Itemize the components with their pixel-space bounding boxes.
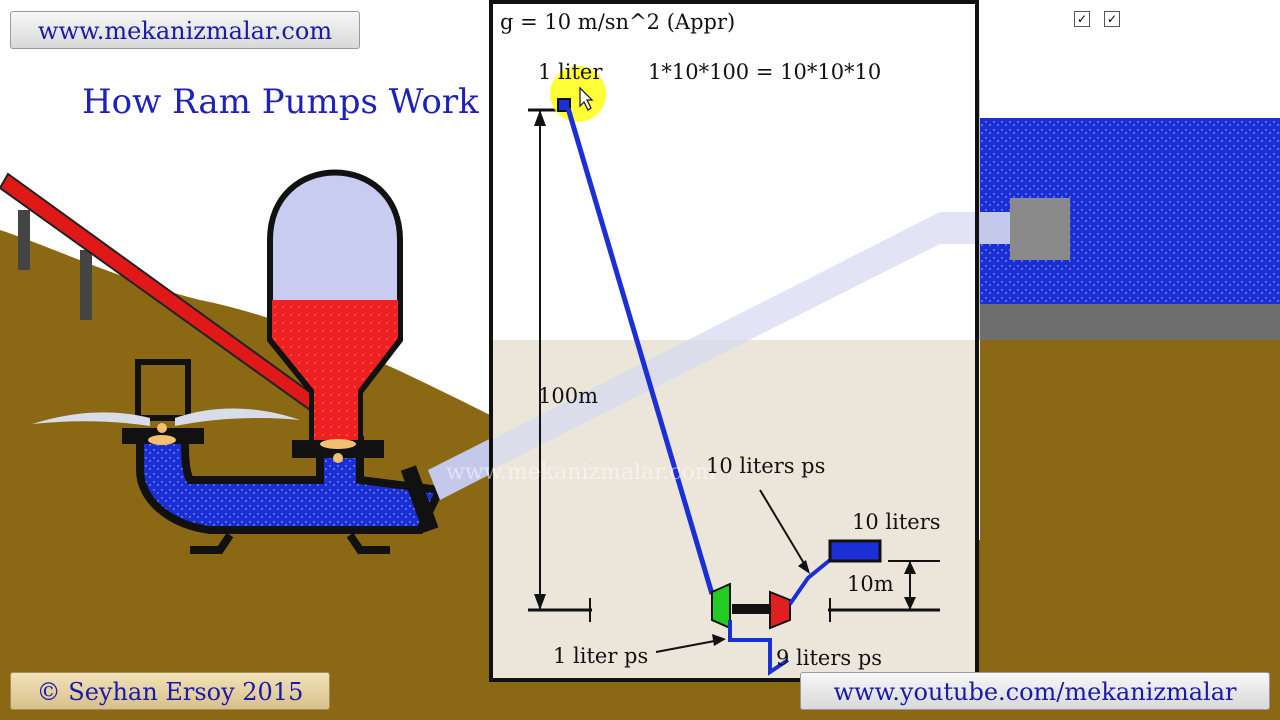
soil-ground-right (980, 340, 1280, 720)
label-10-liters: 10 liters (852, 510, 941, 534)
pointer-arrowhead-1lps (712, 634, 726, 646)
label-flow-1-lps: 1 liter ps (553, 644, 649, 668)
valve-green (711, 582, 731, 630)
waste-valve-cage (135, 359, 191, 421)
ten-liter-block (828, 539, 882, 563)
panel-faded-pipe (491, 212, 978, 470)
pipe-flange (400, 465, 439, 533)
valve-red (769, 590, 791, 630)
delivery-line (788, 558, 832, 606)
water-spray (175, 408, 300, 426)
option-checkbox[interactable]: ✓ (1074, 11, 1090, 27)
youtube-link-button[interactable]: www.youtube.com/mekanizmalar (800, 672, 1270, 710)
pump-foot (346, 532, 390, 554)
pointer-arrow-1lps (655, 639, 721, 653)
label-flow-9-lps: 9 liters ps (776, 646, 883, 670)
pointer-arrowhead-10lps (798, 560, 810, 574)
drive-line (565, 107, 715, 595)
panel-background-bottom (491, 340, 977, 680)
waste-outflow-line (728, 620, 790, 676)
copyright-button[interactable]: © Seyhan Ersoy 2015 (10, 672, 330, 710)
dim-arrow-10m-top (904, 561, 916, 574)
page-title: How Ram Pumps Work (82, 82, 479, 122)
label-height-100m: 100m (538, 384, 598, 408)
panel-border (489, 0, 979, 682)
support-post (18, 210, 30, 270)
explanation-panel (489, 0, 979, 682)
support-post (80, 250, 92, 320)
reservoir-outlet (1010, 198, 1070, 260)
check-valve-cap (333, 453, 343, 463)
reservoir-base (980, 304, 1280, 340)
one-liter-block (557, 98, 571, 112)
label-height-10m: 10m (847, 572, 894, 596)
waste-valve-disc (148, 435, 176, 445)
soil-ground (0, 230, 500, 720)
label-flow-10-lps: 10 liters ps (706, 454, 826, 478)
option-checkbox[interactable]: ✓ (1104, 11, 1120, 27)
waste-valve-cap (157, 423, 167, 433)
dim-arrow-top (534, 110, 546, 126)
water-spray (32, 412, 150, 426)
website-button[interactable]: www.mekanizmalar.com (10, 11, 360, 49)
dim-arrow-10m-bottom (904, 597, 916, 610)
mouse-cursor-icon (579, 86, 594, 111)
pump-foot (190, 532, 234, 554)
dim-arrow-bottom (534, 594, 546, 610)
panel-background-top (491, 0, 977, 340)
pointer-arrow-10lps (759, 489, 809, 571)
check-valve-disc (320, 439, 356, 449)
energy-equation: 1*10*100 = 10*10*10 (648, 60, 882, 84)
valve-connector (732, 604, 772, 614)
watermark: www.mekanizmalar.com (446, 460, 716, 485)
label-1-liter: 1 liter (538, 60, 603, 84)
gravity-formula: g = 10 m/sn^2 (Appr) (500, 10, 736, 34)
air-chamber-water (272, 300, 398, 440)
